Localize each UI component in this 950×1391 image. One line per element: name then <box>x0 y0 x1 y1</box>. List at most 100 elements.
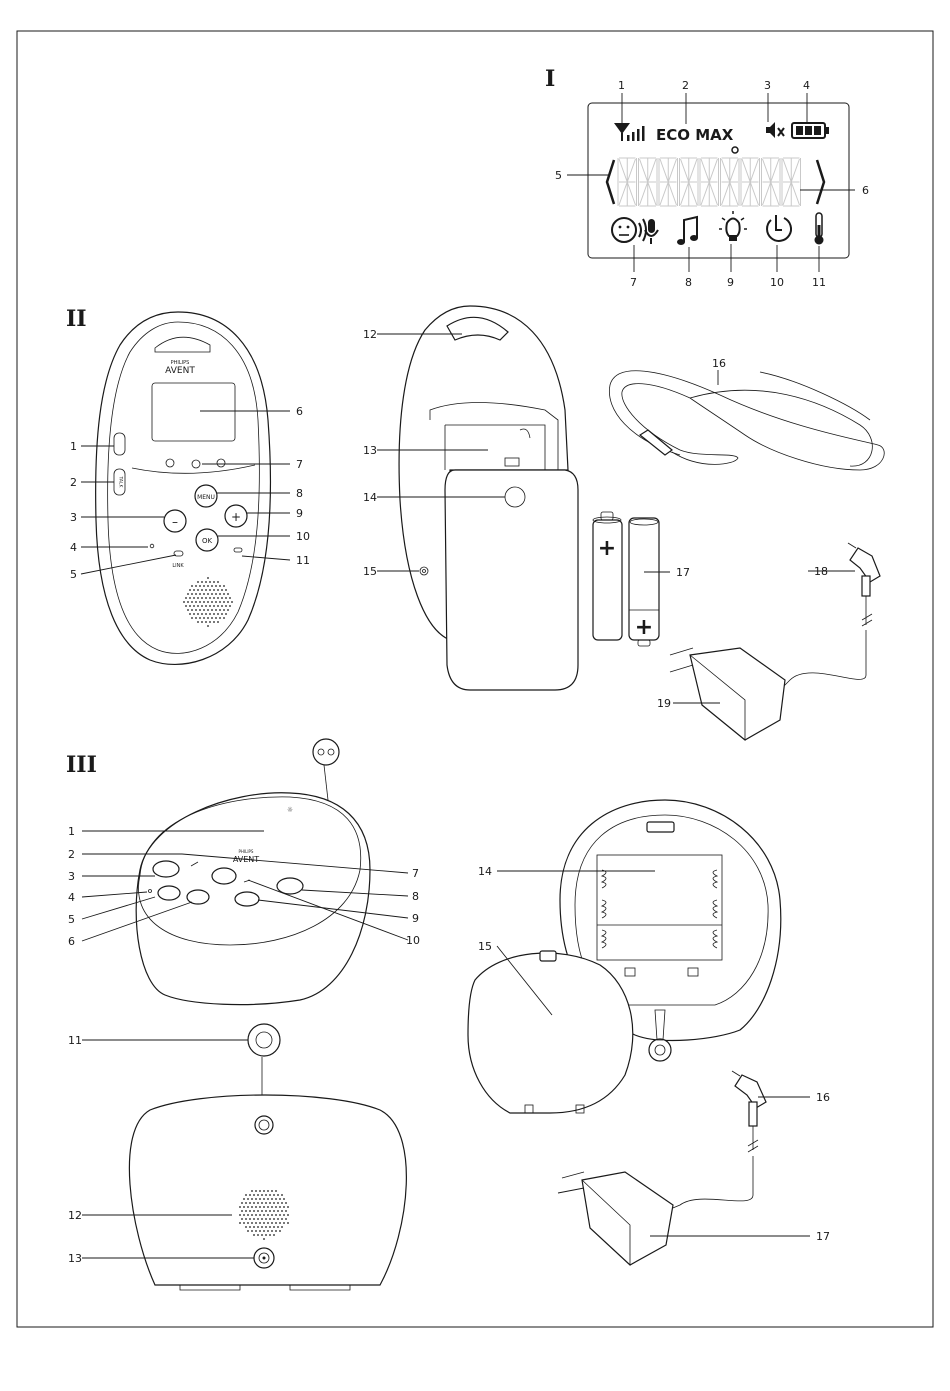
grille-hole <box>217 621 219 623</box>
grille-hole <box>209 597 211 599</box>
baby-pair-button[interactable] <box>153 861 179 877</box>
grille-hole <box>265 1218 267 1220</box>
grille-hole <box>223 585 225 587</box>
battery-1-plus: + <box>598 536 616 561</box>
grille-hole <box>283 1198 285 1200</box>
grille-hole <box>219 601 221 603</box>
link-label: LINK <box>172 563 184 569</box>
segment-char <box>721 158 740 206</box>
grille-hole <box>213 597 215 599</box>
grille-hole <box>191 585 193 587</box>
grille-hole <box>223 593 225 595</box>
grille-hole <box>191 593 193 595</box>
grille-hole <box>263 1222 265 1224</box>
baby-callout-11: 11 <box>68 1034 82 1047</box>
segment-char <box>659 158 678 206</box>
grille-hole <box>239 1206 241 1208</box>
grille-hole <box>271 1230 273 1232</box>
grille-hole <box>197 589 199 591</box>
section-numeral-2: II <box>66 306 87 332</box>
grille-hole <box>255 1198 257 1200</box>
grille-hole <box>195 585 197 587</box>
grille-hole <box>257 1234 259 1236</box>
lcd-callout-6: 6 <box>862 184 869 197</box>
grille-hole <box>257 1194 259 1196</box>
grille-hole <box>273 1194 275 1196</box>
lcd-callout-11: 11 <box>812 276 826 289</box>
grille-hole <box>223 609 225 611</box>
grille-hole <box>187 601 189 603</box>
grille-hole <box>197 613 199 615</box>
grille-hole <box>201 589 203 591</box>
grille-hole <box>277 1194 279 1196</box>
baby-callout-17: 17 <box>816 1230 830 1243</box>
grille-hole <box>283 1222 285 1224</box>
grille-hole <box>273 1226 275 1228</box>
grille-hole <box>205 597 207 599</box>
baby-callout-4: 4 <box>68 891 75 904</box>
segment-char <box>639 158 658 206</box>
grille-hole <box>247 1230 249 1232</box>
grille-hole <box>229 597 231 599</box>
grille-hole <box>261 1202 263 1204</box>
grille-hole <box>253 1210 255 1212</box>
grille-hole <box>281 1202 283 1204</box>
grille-hole <box>265 1234 267 1236</box>
volume-down-label: – <box>172 515 178 529</box>
grille-hole <box>261 1234 263 1236</box>
grille-hole <box>209 621 211 623</box>
baby-volume-down-button[interactable] <box>235 892 259 906</box>
grille-hole <box>199 601 201 603</box>
grille-hole <box>265 1226 267 1228</box>
grille-hole <box>277 1202 279 1204</box>
parent-callout-10: 10 <box>296 530 310 543</box>
baby-volume-up-button[interactable] <box>277 878 303 894</box>
baby-play-button[interactable] <box>158 886 180 900</box>
grille-hole <box>189 589 191 591</box>
grille-hole <box>259 1206 261 1208</box>
grille-hole <box>219 585 221 587</box>
aa-battery-2: + <box>629 518 659 646</box>
grille-hole <box>269 1234 271 1236</box>
grille-hole <box>251 1230 253 1232</box>
grille-hole <box>281 1218 283 1220</box>
grille-hole <box>203 609 205 611</box>
grille-hole <box>225 613 227 615</box>
grille-hole <box>277 1210 279 1212</box>
grille-hole <box>209 605 211 607</box>
grille-hole <box>201 581 203 583</box>
ok-button-label: OK <box>202 537 213 545</box>
grille-hole <box>247 1206 249 1208</box>
baby-lullaby-button[interactable] <box>187 890 209 904</box>
grille-hole <box>217 589 219 591</box>
grille-hole <box>275 1190 277 1192</box>
grille-hole <box>223 601 225 603</box>
grille-hole <box>257 1202 259 1204</box>
grille-hole <box>263 1198 265 1200</box>
grille-hole <box>197 605 199 607</box>
grille-hole <box>253 1218 255 1220</box>
grille-hole <box>281 1226 283 1228</box>
grille-hole <box>195 617 197 619</box>
grille-hole <box>215 585 217 587</box>
grille-hole <box>253 1234 255 1236</box>
grille-hole <box>185 597 187 599</box>
grille-hole <box>257 1218 259 1220</box>
lcd-callout-10: 10 <box>770 276 784 289</box>
baby-power-button[interactable] <box>212 868 236 884</box>
segment-char <box>680 158 699 206</box>
segment-char <box>782 158 801 206</box>
grille-hole <box>283 1206 285 1208</box>
grille-hole <box>189 605 191 607</box>
parent-callout-14: 14 <box>363 491 377 504</box>
grille-hole <box>245 1226 247 1228</box>
segment-char <box>618 158 637 206</box>
segment-text-field <box>618 158 801 206</box>
grille-hole <box>231 601 233 603</box>
grille-hole <box>253 1194 255 1196</box>
baby-callout-1: 1 <box>68 825 75 838</box>
grille-hole <box>269 1226 271 1228</box>
section-numeral-3: III <box>66 752 97 778</box>
grille-hole <box>259 1190 261 1192</box>
grille-hole <box>193 605 195 607</box>
